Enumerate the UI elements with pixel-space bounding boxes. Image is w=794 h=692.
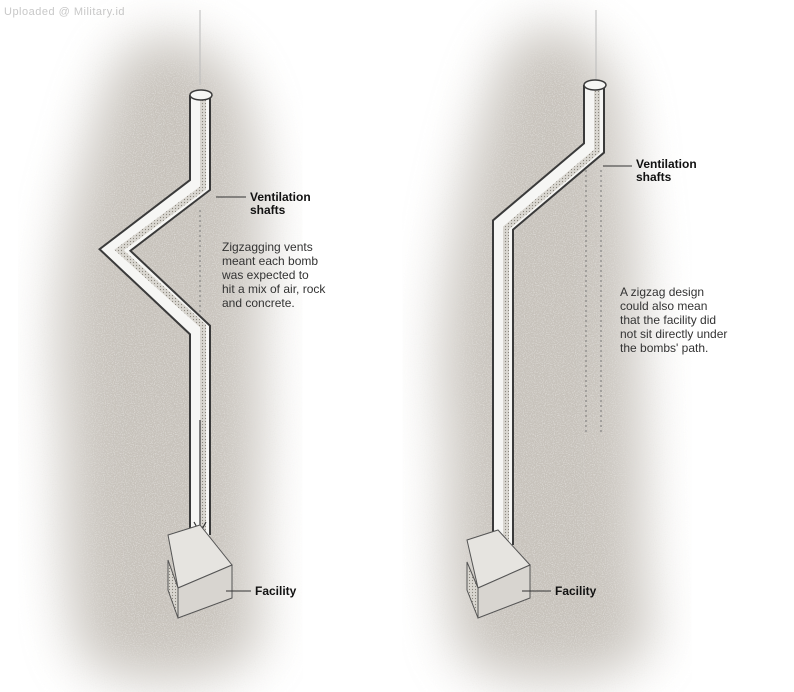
note-left: Zigzagging vents meant each bomb was exp…: [222, 240, 325, 310]
shaft-label-right: Ventilation shafts: [636, 158, 697, 184]
shaft-label-left-line1: Ventilation: [250, 190, 311, 204]
note-left-line: and concrete.: [222, 296, 295, 310]
zigzag-shaft-core-left: [114, 95, 206, 535]
watermark-text: Uploaded @ Military.id: [4, 6, 126, 18]
note-right-line: could also mean: [620, 299, 708, 313]
shaft-label-right-line1: Ventilation: [636, 157, 697, 171]
facility-label-left: Facility: [255, 584, 297, 598]
shaft-label-left: Ventilation shafts: [250, 191, 311, 217]
facility-label-right: Facility: [555, 584, 597, 598]
facility-block-right: [466, 529, 531, 619]
shaft-label-left-line2: shafts: [250, 203, 286, 217]
note-right-line: not sit directly under: [620, 327, 728, 341]
right-panel: [444, 10, 650, 679]
diagonal-shaft-core-right: [503, 85, 600, 545]
shaft-label-right-line2: shafts: [636, 170, 672, 184]
shaft-opening-left: [189, 89, 213, 101]
note-right-line: A zigzag design: [620, 285, 705, 299]
note-right: A zigzag design could also mean that the…: [620, 285, 727, 355]
note-left-line: was expected to: [222, 268, 309, 282]
shaft-opening-right: [583, 79, 607, 91]
soil-halo-left: [59, 38, 262, 679]
note-left-line: Zigzagging vents: [222, 240, 313, 254]
left-panel: [59, 10, 262, 679]
note-right-line: the bombs' path.: [620, 341, 709, 355]
note-left-line: meant each bomb: [222, 254, 319, 268]
facility-block-left: [167, 524, 233, 619]
note-right-line: that the facility did: [620, 313, 717, 327]
note-left-line: hit a mix of air, rock: [222, 282, 326, 296]
